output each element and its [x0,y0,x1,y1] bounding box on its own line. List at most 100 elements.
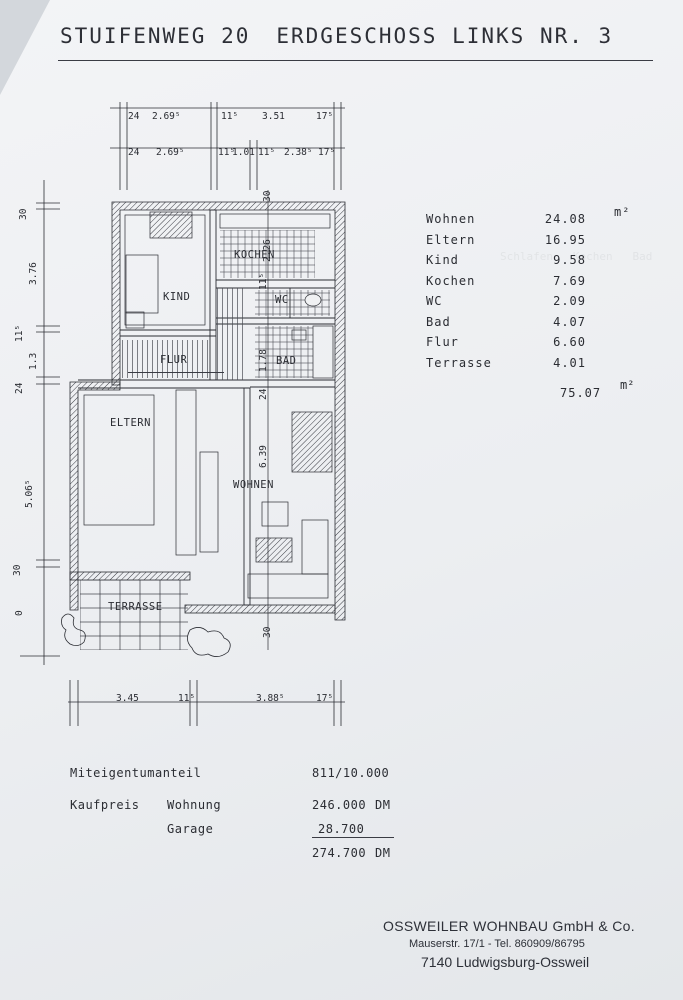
dim-int-7: 30 [262,626,273,638]
dim-int-4: 1.78 [258,349,269,372]
dim-top-12: 17⁵ [318,147,335,158]
area-value: 2.09 [553,294,586,308]
title-underline [58,60,653,61]
room-label-eltern: ELTERN [110,417,151,429]
area-row: Kochen 7.69 [426,274,646,295]
company-stamp: OSSWEILER WOHNBAU GmbH & Co. Mauserstr. … [383,918,673,970]
toilet-icon [304,293,322,307]
floor-plan: 24 2.69⁵ 11⁵ 3.51 17⁵ 24 2.69⁵ 11⁵ 1.01 … [0,90,370,740]
dim-top-1: 24 [128,111,140,122]
kind-desk-icon [125,254,159,314]
company-name: OSSWEILER WOHNBAU GmbH & Co. [383,918,635,934]
dim-left-2: 3.76 [28,262,39,285]
area-name: Terrasse [426,355,492,370]
price-sum-rule [312,837,394,838]
dim-top-10: 11⁵ [258,147,275,158]
sofa-side-icon [301,519,329,575]
dim-left-6: 5.06⁵ [24,479,35,508]
sink-icon [291,329,307,341]
kaufpreis-label: Kaufpreis [70,798,140,812]
dim-top-11: 2.38⁵ [284,147,313,158]
unit-description: ERDGESCHOSS LINKS NR. 3 [276,24,614,48]
dim-top-8: 11⁵ [218,147,235,158]
kind-chair-icon [125,311,145,329]
dim-top-2: 2.69⁵ [152,111,181,122]
room-label-wc: WC [275,294,289,306]
flur-floor [120,340,210,378]
dim-int-2: 2.26 [262,239,273,262]
dim-top-9: 1.01 [232,147,255,158]
armchair-icon [255,537,293,563]
price-section: Miteigentumanteil 811/10.000 Kaufpreis W… [70,766,400,870]
area-value: 16.95 [544,232,586,247]
area-name: Kind [426,253,459,267]
dim-bottom-3: 3.88⁵ [256,693,285,704]
dim-top-7: 2.69⁵ [156,147,185,158]
garage-value: 28.700 [318,822,365,836]
area-value: 4.07 [553,314,586,329]
room-label-kochen: KOCHEN [234,249,275,261]
left-dimension-lines [20,180,60,665]
area-row: Wohnen 24.08 m² [426,205,646,233]
area-row: Bad 4.07 [426,315,646,336]
price-row-garage: Garage 28.700 [70,822,400,846]
terrasse-floor [80,580,188,650]
kochen-floor [220,230,315,278]
company-address: Mauserstr. 17/1 - Tel. 860909/86795 [409,938,585,950]
left-dimension-text: 30 3.76 11⁵ 1.3 24 5.06⁵ 30 0 [12,208,39,616]
garage-label: Garage [167,822,214,836]
dim-left-3: 11⁵ [14,325,25,342]
area-name: WC [426,294,443,308]
planting-icon [61,613,231,657]
wardrobe-icon [175,389,197,556]
kind-bed-icon [149,211,193,239]
area-name: Kochen [426,273,476,288]
page-fold [0,0,50,95]
area-value: 24.08 [544,212,586,226]
area-total-unit: m² [620,378,635,392]
dim-left-7: 30 [12,564,23,576]
price-row-total: 274.700 DM [70,846,400,870]
wohnung-label: Wohnung [167,798,222,812]
outer-walls [69,201,346,621]
dim-bottom-2: 11⁵ [178,693,195,704]
dim-int-3: 11⁵ [258,273,269,290]
wohnung-currency: DM [375,798,391,812]
area-row: Eltern 16.95 [426,233,646,254]
dim-left-1: 30 [18,208,29,220]
area-row: Terrasse 4.01 [426,356,646,377]
dim-left-8: 0 [14,610,25,616]
room-label-kind: KIND [163,291,190,303]
area-row: Kind 9.58 [426,253,646,274]
dim-top-6: 24 [128,147,140,158]
dim-int-6: 6.39 [258,445,269,468]
hall-floor [216,288,246,380]
area-unit: m² [614,205,631,219]
dining-table-icon [291,411,333,473]
eltern-bed-icon [83,394,155,526]
share-value: 811/10.000 [312,766,390,780]
share-label: Miteigentumanteil [70,766,202,780]
price-row-share: Miteigentumanteil 811/10.000 [70,766,400,790]
room-label-flur: FLUR [160,354,187,366]
dim-int-1: 30 [262,190,273,202]
bottom-dimension-lines [68,680,345,726]
dim-bottom-4: 17⁵ [316,693,333,704]
area-total: 75.07 [560,386,602,400]
area-row: WC 2.09 [426,294,646,315]
dim-top-4: 3.51 [262,111,285,122]
room-label-terrasse: TERRASSE [108,601,163,613]
bathtub-icon [312,325,334,379]
area-name: Flur [426,335,459,349]
area-row: Flur 6.60 [426,335,646,356]
dim-top-3: 11⁵ [221,111,238,122]
dim-left-5: 24 [14,382,25,394]
street-address: STUIFENWEG 20 [60,24,251,48]
area-value: 6.60 [553,335,586,349]
dim-bottom-1: 3.45 [116,693,139,704]
dim-left-4: 1.3 [28,353,39,370]
area-name: Wohnen [426,212,476,226]
page-title: STUIFENWEG 20 ERDGESCHOSS LINKS NR. 3 [60,24,613,48]
dim-top-5: 17⁵ [316,111,333,122]
